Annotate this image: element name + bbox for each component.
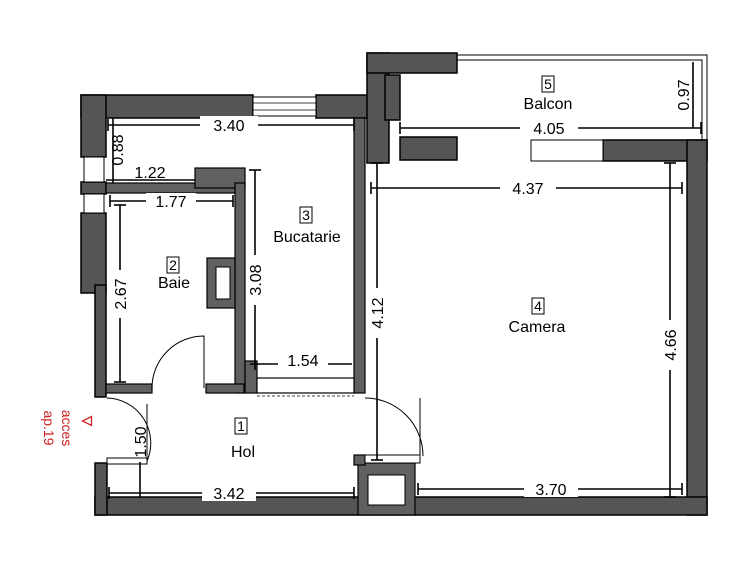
dim-0-88: 0.88 [110,134,127,165]
wall-bath-top-block [194,167,246,189]
dim-1-22: 1.22 [134,165,165,182]
wall-balcony-notch [384,74,401,121]
window-bath-upper [83,156,105,183]
door-camera-swing [364,397,424,457]
dim-2-67: 2.67 [113,278,130,309]
room-1-number: 1 [237,418,245,434]
camera-door-frame [364,454,421,464]
wall-left-mid [80,212,107,294]
access-label: acces [59,410,75,447]
wall-bath-bottom-left [105,383,153,394]
entrance-frame [106,457,148,465]
kitchen-counter [256,377,355,394]
room-1-name: Hol [231,444,255,461]
doors [106,335,424,462]
room-2-name: Baie [158,275,190,292]
dim-3-42: 3.42 [213,486,244,503]
dim-4-37: 4.37 [512,181,543,198]
access-arrow-icon [81,415,93,427]
shaft-opening [215,266,231,300]
wall-kitchen-bottom-left [244,360,258,394]
door-entrance-swing [106,397,152,462]
room-2-number-box [166,256,180,274]
wall-hall-stub [353,454,366,466]
windows [83,53,708,465]
window-camera [530,139,604,162]
room-labels: 1 Hol 2 Baie 3 Bucatarie 4 Camera 5 Balc… [158,75,573,461]
room-5-number: 5 [544,76,552,92]
window-kitchen [252,96,317,117]
dim-3-70: 3.70 [535,482,566,499]
dim-4-12: 4.12 [370,297,387,328]
dim-4-05: 4.05 [533,121,564,138]
dimensions: 3.40 4.05 0.97 0.88 1.22 1.77 4.37 [106,62,702,503]
wall-left-upper [80,94,107,158]
dim-4-66: 4.66 [663,329,680,360]
room-3-name: Bucatarie [273,229,341,246]
dim-1-54: 1.54 [287,353,318,370]
wall-bath-bottom-right [205,383,245,394]
wall-camera-top-left [399,136,458,161]
room-5-number-box [541,75,555,93]
column-box-void [367,474,406,506]
dim-0-97: 0.97 [676,79,693,110]
window-bath-lower [83,193,105,214]
wall-top-left [80,94,254,119]
balcony-rail-outer [457,54,708,140]
room-4-name: Camera [509,319,566,336]
room-1-number-box [234,417,248,435]
wall-left-bottom [94,462,108,516]
wall-right [686,139,708,516]
walls [80,52,708,516]
dim-3-40: 3.40 [213,118,244,135]
wall-bath-right [234,182,246,394]
wall-balcony-top-stub [366,52,458,74]
room-5-name: Balcon [524,96,573,113]
dim-1-77: 1.77 [155,194,186,211]
balcony-rail-inner [457,59,703,140]
wall-left-lower [94,284,107,398]
room-4-number: 4 [534,298,542,314]
dim-3-08: 3.08 [248,264,265,295]
wall-kitchen-right [353,117,366,394]
access-marker: acces ap.19 [41,410,93,447]
wall-left-shelf [80,181,107,195]
dim-1-50: 1.50 [133,426,150,457]
room-4-number-box [531,297,545,315]
room-3-number: 3 [302,207,310,223]
room-2-number: 2 [169,257,177,273]
wall-top-mid [315,94,371,119]
access-apartment: ap.19 [41,410,57,445]
door-bath-swing [151,335,205,389]
room-3-number-box [299,206,313,224]
